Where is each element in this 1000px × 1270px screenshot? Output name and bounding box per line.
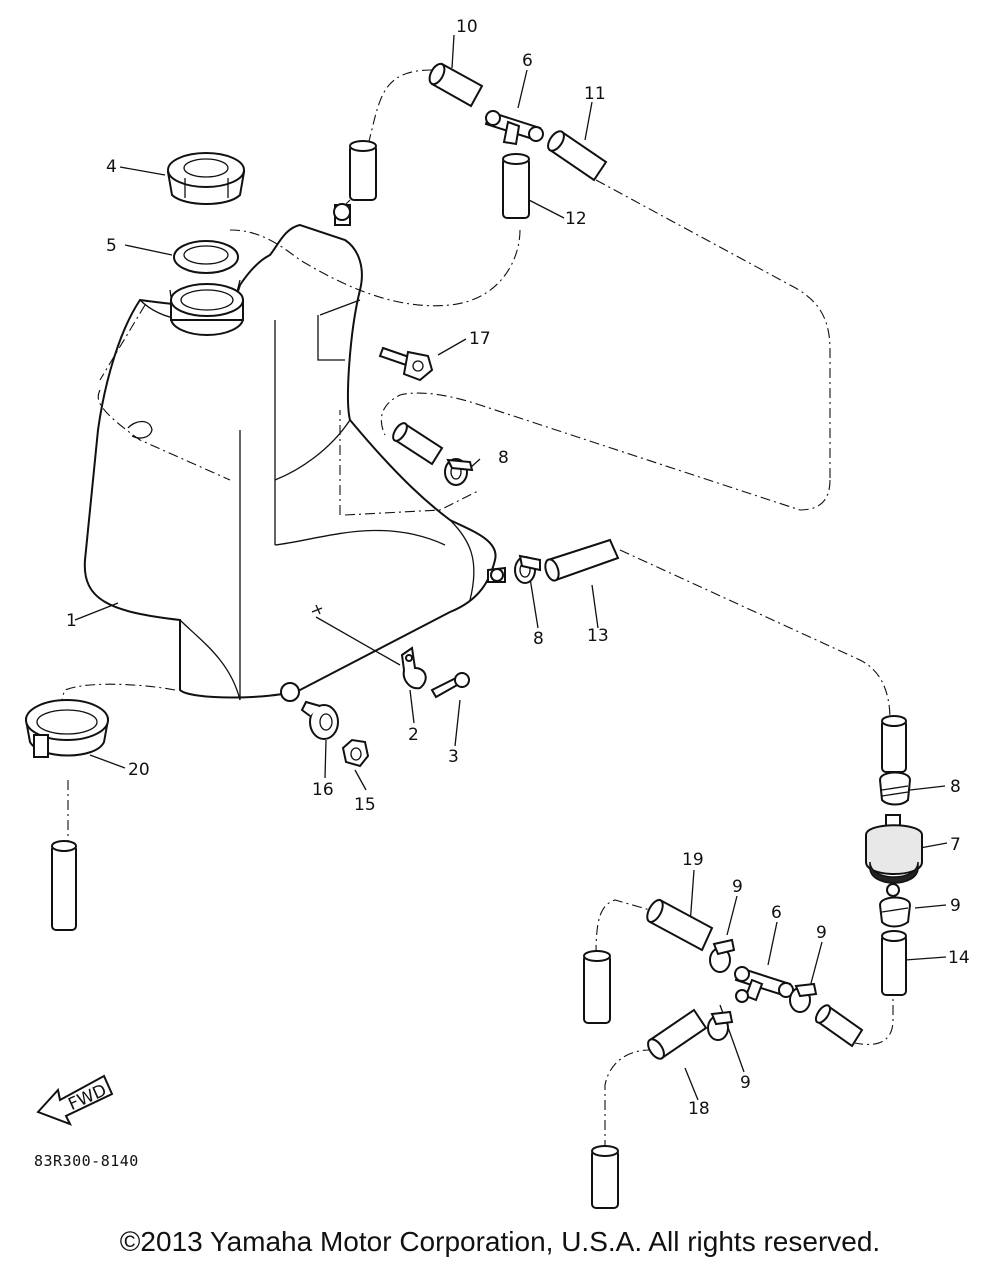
hose-left-lower-1 [583,950,611,1024]
label-9-right: 9 [950,896,961,916]
filler-neck [170,283,244,336]
hose-right-lower [814,1004,864,1048]
label-17: 17 [469,329,491,349]
label-20: 20 [128,760,150,780]
hose-left-bottom [51,840,77,931]
label-13: 13 [587,626,609,646]
fwd-arrow-icon: FWD [36,1074,114,1126]
label-6-upper: 6 [522,51,533,71]
label-18: 18 [688,1099,710,1119]
label-14: 14 [948,948,970,968]
label-8-outlet: 8 [533,629,544,649]
fuel-tank [83,203,506,702]
label-8-middle: 8 [498,448,509,468]
hose-12 [502,153,530,219]
parts-diagram: FWD 10 6 11 4 5 12 17 8 8 13 1 2 3 16 15… [24,17,970,1209]
hose-13 [544,538,620,582]
clamp-8-right [878,771,912,806]
label-12: 12 [565,209,587,229]
label-16: 16 [312,780,334,800]
clamp-8-middle [444,458,474,486]
grommet-16 [300,700,339,740]
label-10: 10 [456,17,478,37]
hose-19 [646,898,714,952]
copyright-notice: ©2013 Yamaha Motor Corporation, U.S.A. A… [119,1226,881,1257]
hose-left-lower-2 [591,1145,619,1209]
screw-3 [430,672,470,699]
cap-gasket [173,240,239,274]
bracket-2 [400,646,427,690]
clamp-8-outlet [514,554,541,584]
filler-cap [166,152,246,205]
label-4: 4 [106,157,117,177]
label-11: 11 [584,84,606,104]
fuel-filter-7 [865,814,923,897]
label-9-c: 9 [740,1073,751,1093]
hose-middle [392,422,444,466]
label-1: 1 [66,611,77,631]
clamp-9-right [878,896,912,928]
label-9-a: 9 [732,877,743,897]
bolt-17 [378,346,434,382]
tee-fitting-6-lower [734,966,794,1003]
hose-14 [881,930,907,996]
label-19: 19 [682,850,704,870]
clamp-9-b [789,982,818,1013]
nut-15 [341,738,370,768]
label-2: 2 [408,725,419,745]
label-6-lower: 6 [771,903,782,923]
routing-lines [60,69,894,1150]
label-5: 5 [106,236,117,256]
clamp-9-c [707,1010,734,1041]
part-labels: 10 6 11 4 5 12 17 8 8 13 1 2 3 16 15 20 … [66,17,970,1119]
label-15: 15 [354,795,376,815]
tee-fitting-6-upper [484,110,544,146]
hose-vertical-upper [349,140,377,201]
label-7: 7 [950,835,961,855]
label-9-b: 9 [816,923,827,943]
band-20 [24,699,110,758]
hose-11 [547,130,608,182]
clamp-9-a [709,938,736,973]
label-8-right: 8 [950,777,961,797]
hose-right-upper [881,715,907,773]
hose-18 [647,1008,708,1060]
hose-10 [428,62,484,108]
diagram-code: 83R300-8140 [34,1152,139,1170]
label-3: 3 [448,747,459,767]
